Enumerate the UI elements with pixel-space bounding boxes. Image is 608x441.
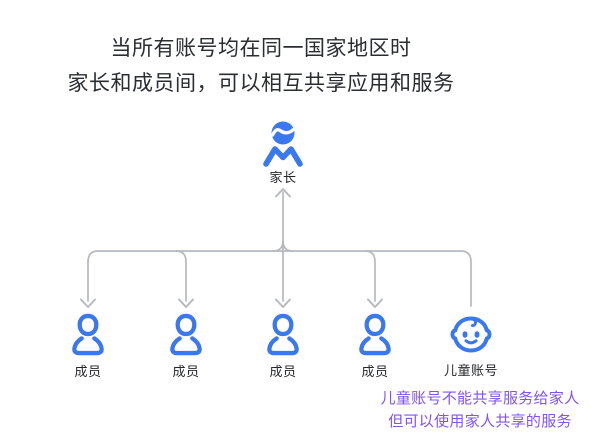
down-arrowhead-icon: [275, 298, 291, 308]
branch2-fillet: [175, 250, 187, 263]
member-user-icon: [170, 313, 202, 356]
member-label: 成员: [172, 364, 200, 379]
branch4-fillet: [364, 250, 376, 263]
horizontal-rail: [87, 250, 472, 263]
child-right-eye: [474, 331, 480, 338]
member-node-2: 成员: [138, 313, 234, 379]
child-account-label: 儿童账号: [443, 363, 498, 378]
child-smile: [464, 339, 478, 345]
member-label: 成员: [74, 364, 102, 379]
member-node-1: 成员: [40, 313, 136, 379]
parent-shoulders: [263, 146, 303, 167]
diagram-title-line1: 当所有账号均在同一国家地区时: [110, 37, 412, 60]
child-left-eye: [462, 331, 468, 338]
member-user-icon: [359, 313, 391, 356]
parent-hair: [270, 127, 296, 137]
down-arrowhead-icon: [178, 298, 194, 308]
parent-user-icon: [263, 121, 303, 167]
member-label: 成员: [269, 364, 297, 379]
child-hair-curl: [471, 317, 478, 328]
center-fillet-left: [272, 240, 284, 252]
diagram-title: 当所有账号均在同一国家地区时 家长和成员间，可以相互共享应用和服务: [0, 31, 522, 101]
member-user-icon: [267, 313, 299, 356]
child-account-note-line2: 但可以使用家人共享的服务: [388, 413, 572, 430]
child-account-node: 儿童账号: [423, 312, 519, 378]
child-account-note-line1: 儿童账号不能共享服务给家人: [380, 390, 580, 407]
child-face-outline: [450, 316, 492, 353]
up-arrowhead-icon: [275, 188, 291, 198]
down-arrowhead-icon: [80, 298, 96, 308]
member-label: 成员: [361, 364, 389, 379]
parent-label: 家长: [269, 170, 297, 185]
member-node-3: 成员: [235, 313, 331, 379]
child-face-icon: [450, 316, 492, 353]
member-node-4: 成员: [327, 313, 423, 379]
member-user-icon: [72, 313, 104, 356]
child-account-note: 儿童账号不能共享服务给家人 但可以使用家人共享的服务: [352, 387, 608, 433]
center-fillet-right: [282, 240, 294, 252]
parent-node: 家长: [235, 120, 331, 185]
down-arrowhead-icon: [367, 298, 383, 308]
diagram-title-line2: 家长和成员间，可以相互共享应用和服务: [67, 72, 455, 95]
